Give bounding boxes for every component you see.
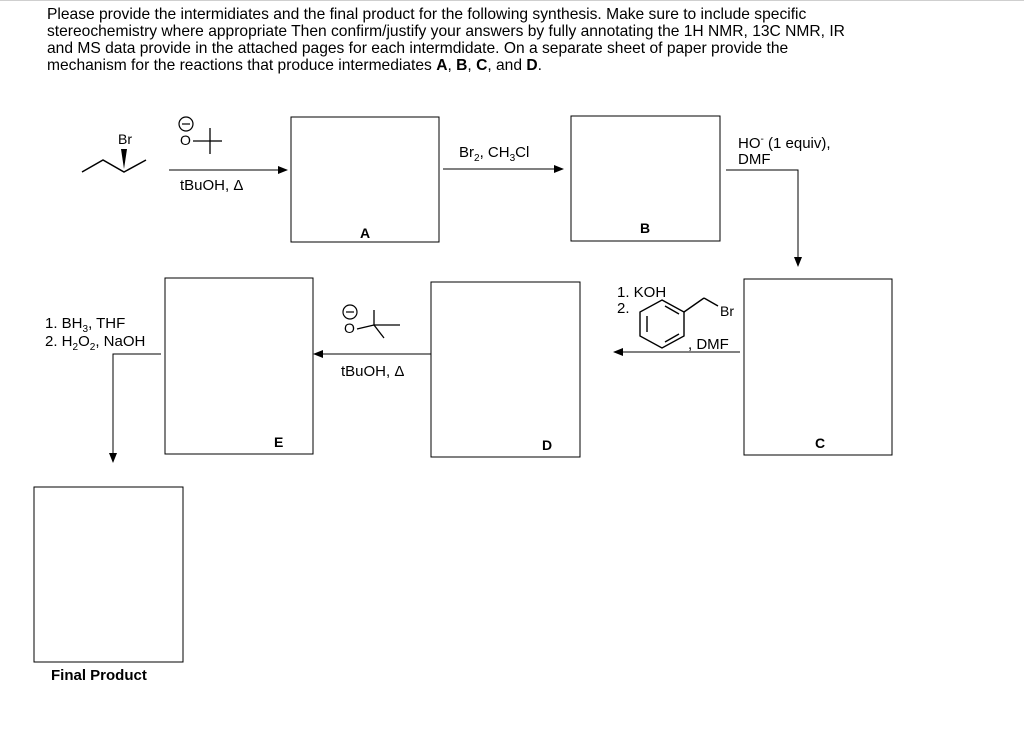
box-e-label: E — [274, 434, 283, 450]
reaction-arrow-step-3 — [726, 169, 802, 267]
intermediate-d-ref: D — [526, 57, 538, 74]
instructions-line-2: stereochemistry where appropriate Then c… — [47, 23, 845, 40]
final-product-box[interactable] — [33, 486, 184, 663]
box-a-label: A — [360, 225, 370, 241]
intermediate-a-ref: A — [436, 57, 448, 74]
intermediate-box-d[interactable] — [430, 281, 581, 458]
step-3-reagent-line-2: DMF — [738, 151, 771, 168]
step-3-reagent-line-1: HO- (1 equiv), — [738, 134, 831, 152]
instructions-text: Please provide the intermidiates and the… — [47, 6, 1007, 74]
separator: , and — [487, 57, 527, 74]
box-b-label: B — [640, 220, 650, 236]
step-6-reagent-line-2: 2. H2O2, NaOH — [45, 333, 145, 353]
period: . — [537, 57, 542, 74]
bromine-atom-label: Br — [118, 131, 132, 147]
intermediate-box-b[interactable] — [570, 115, 721, 242]
wedge-bond — [121, 149, 127, 169]
intermediate-c-ref: C — [476, 57, 488, 74]
instructions-line-3: and MS data provide in the attached page… — [47, 40, 789, 57]
tert-butoxide-reagent-2: O — [342, 304, 400, 339]
instructions-line-1: Please provide the intermidiates and the… — [47, 6, 807, 23]
step-5-conditions: tBuOH, Δ — [341, 363, 404, 380]
intermediate-box-c[interactable] — [743, 278, 893, 456]
separator: , — [447, 57, 457, 74]
intermediate-box-a[interactable] — [290, 116, 440, 243]
step-6-reagent-line-1: 1. BH3, THF — [45, 315, 125, 335]
negative-charge-icon — [178, 116, 194, 132]
box-c-label: C — [815, 435, 825, 451]
starting-material-2-bromobutane — [81, 159, 147, 173]
instructions-line-4: mechanism for the reactions that produce… — [47, 57, 437, 74]
separator: , — [467, 57, 477, 74]
step-4-reagent-line-1: 1. KOH — [617, 284, 666, 301]
final-product-label: Final Product — [51, 667, 147, 684]
step-4-reagent-line-2: 2. — [617, 300, 630, 317]
negative-charge-icon — [342, 304, 358, 320]
benzyl-bromine-label: Br — [720, 303, 734, 319]
step-1-conditions: tBuOH, Δ — [180, 177, 243, 194]
reaction-arrow-step-6 — [109, 353, 161, 463]
intermediate-b-ref: B — [456, 57, 468, 74]
step-4-solvent: , DMF — [688, 336, 729, 353]
oxygen-atom-label: O — [180, 132, 191, 148]
step-2-reagents: Br2, CH3Cl — [459, 144, 529, 164]
oxygen-atom-label: O — [344, 320, 355, 336]
top-border — [0, 0, 1024, 1]
box-d-label: D — [542, 437, 552, 453]
benzyl-bromide-structure — [639, 297, 719, 349]
intermediate-box-e[interactable] — [164, 277, 314, 455]
tert-butoxide-reagent-1: O — [178, 116, 222, 154]
